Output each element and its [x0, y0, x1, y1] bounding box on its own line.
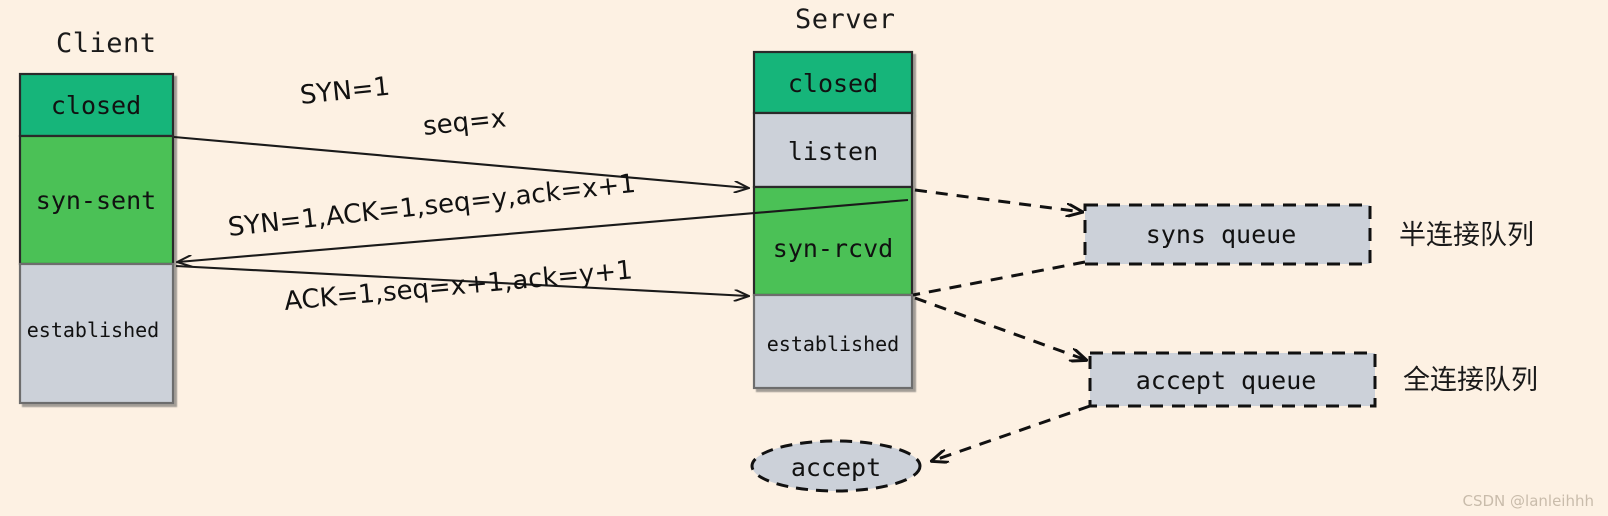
server-state-closed-label: closed — [788, 69, 878, 98]
watermark-text: CSDN @lanleihhh — [1462, 492, 1594, 510]
message-label-synack: SYN=1,ACK=1,seq=y,ack=x+1 — [227, 169, 638, 243]
message-label-seq: seq=x — [422, 103, 508, 142]
syns-queue-annotation: 半连接队列 — [1399, 220, 1534, 251]
server-column-title: Server — [795, 4, 896, 35]
dashed-line-syns-queue-to-server — [912, 260, 1086, 297]
server-state-established-label: established — [767, 332, 899, 356]
server-state-listen-label: listen — [788, 137, 878, 166]
client-state-syn-sent-label: syn-sent — [36, 186, 156, 215]
message-label-ack: ACK=1,seq=x+1,ack=y+1 — [283, 255, 634, 317]
message-label-syn: SYN=1 — [299, 72, 392, 111]
server-state-syn-rcvd[interactable] — [752, 185, 914, 297]
accept-queue-box[interactable] — [1088, 351, 1377, 408]
server-state-syn-rcvd-label: syn-rcvd — [773, 234, 893, 263]
client-state-syn-sent[interactable] — [18, 134, 175, 266]
server-state-column — [752, 50, 914, 390]
client-state-established[interactable] — [18, 262, 175, 405]
client-state-column — [18, 72, 175, 405]
dashed-arrow-to-accept-queue — [914, 296, 1086, 360]
syns-queue-label: syns queue — [1146, 220, 1297, 249]
server-state-listen[interactable] — [752, 111, 914, 189]
accept-queue-annotation: 全连接队列 — [1403, 365, 1538, 396]
client-column-title: Client — [56, 28, 157, 59]
server-state-established[interactable] — [752, 293, 914, 390]
syns-queue-box[interactable] — [1083, 203, 1372, 266]
arrow-syn-client-to-server — [173, 135, 748, 188]
dashed-arrow-to-accept-node — [932, 404, 1091, 461]
client-state-closed-label: closed — [51, 91, 141, 120]
accept-node-label: accept — [791, 453, 881, 482]
dashed-arrow-to-syns-queue — [914, 188, 1082, 212]
client-state-established-label: established — [27, 318, 159, 342]
accept-queue-label: accept queue — [1136, 366, 1317, 395]
arrow-synack-server-to-client — [178, 198, 909, 262]
accept-node-ellipse[interactable] — [750, 439, 922, 493]
arrow-ack-client-to-server — [175, 264, 748, 296]
